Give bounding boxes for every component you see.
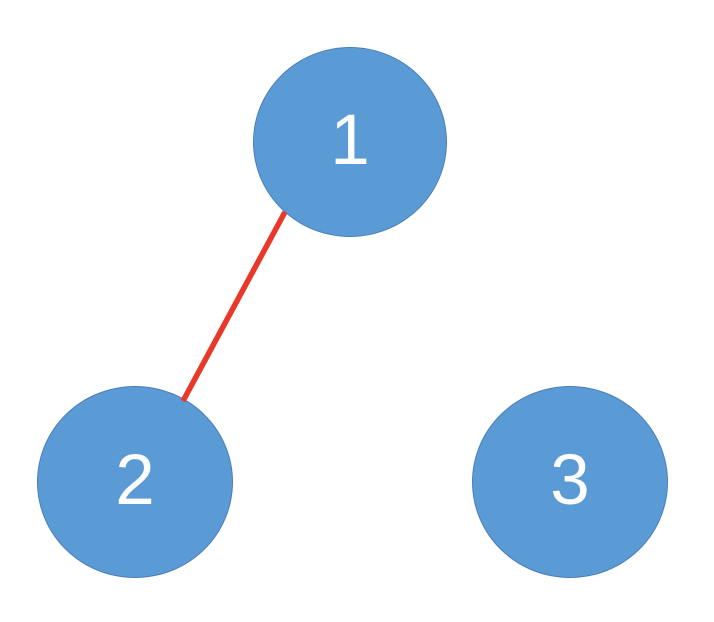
node-1-label: 1 [330,100,370,180]
graph-node-2[interactable]: 2 [37,386,233,578]
edge-node1-node2[interactable] [180,210,288,403]
node-3-label: 3 [550,440,590,520]
graph-node-1[interactable]: 1 [253,47,447,237]
graph-node-3[interactable]: 3 [472,386,668,578]
node-2-label: 2 [115,440,155,520]
